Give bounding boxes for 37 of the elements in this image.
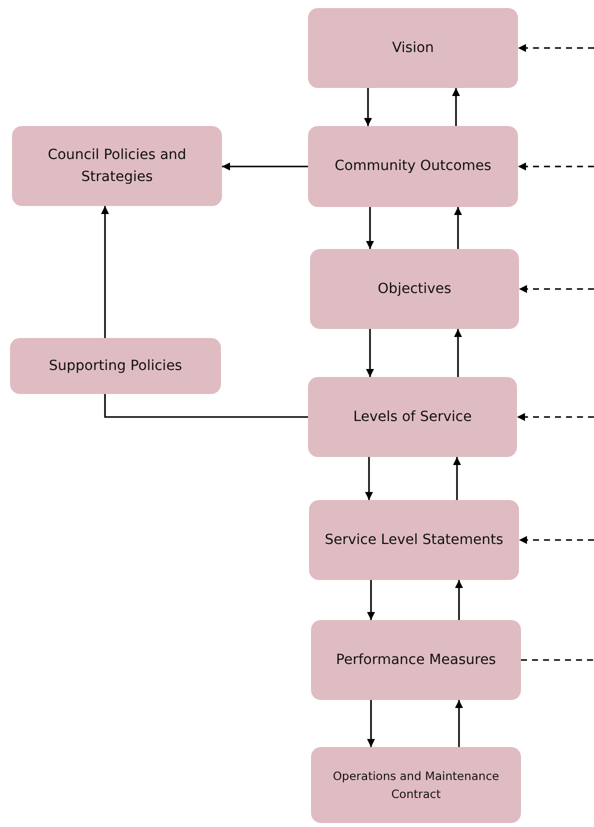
box-label: Supporting Policies bbox=[48, 356, 182, 376]
arrow bbox=[455, 580, 463, 620]
arrow bbox=[364, 88, 372, 126]
box-label: Council Policies and Strategies bbox=[46, 146, 188, 187]
box-label: Operations and Maintenance Contract bbox=[332, 768, 500, 803]
box-label: Levels of Service bbox=[353, 408, 472, 427]
process-box bbox=[311, 747, 521, 823]
dashed-arrow bbox=[518, 162, 594, 170]
dashed-arrow bbox=[519, 536, 594, 544]
arrow bbox=[455, 700, 463, 747]
process-box bbox=[309, 500, 519, 580]
process-box bbox=[308, 8, 518, 88]
box-label: Service Level Statements bbox=[324, 530, 504, 550]
process-box bbox=[308, 377, 517, 457]
dashed-arrow bbox=[517, 413, 594, 421]
arrow bbox=[222, 162, 308, 170]
arrow bbox=[101, 206, 109, 338]
arrow bbox=[453, 457, 461, 500]
dashed-arrow bbox=[518, 44, 594, 52]
arrow bbox=[452, 88, 460, 126]
arrow bbox=[454, 207, 462, 249]
box-label: Performance Measures bbox=[336, 650, 496, 670]
dashed-arrow bbox=[519, 285, 594, 293]
process-box bbox=[12, 126, 222, 206]
arrow bbox=[454, 329, 462, 377]
process-box bbox=[311, 620, 521, 700]
process-box bbox=[308, 126, 518, 207]
arrow bbox=[367, 580, 375, 620]
arrow bbox=[365, 457, 373, 500]
arrow bbox=[366, 329, 374, 377]
box-label: Vision bbox=[392, 38, 434, 58]
box-label: Objectives bbox=[378, 280, 452, 299]
arrow bbox=[367, 700, 375, 747]
box-label: Community Outcomes bbox=[334, 157, 492, 176]
process-box bbox=[310, 249, 519, 329]
process-box bbox=[10, 338, 221, 394]
arrow bbox=[366, 207, 374, 249]
